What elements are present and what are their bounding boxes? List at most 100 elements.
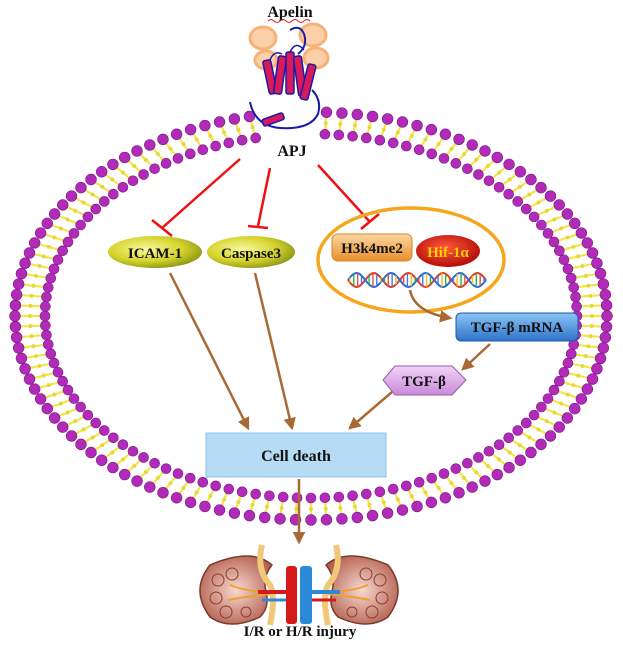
lipid-tail-dot: [46, 244, 51, 249]
lipid-tail-dot: [194, 137, 199, 142]
lipid-head: [520, 203, 532, 215]
lipid-tail-dot: [168, 146, 173, 151]
lipid-head: [336, 107, 348, 119]
lipid-tail-dot: [265, 504, 270, 509]
lipid-tail-dot: [576, 373, 581, 378]
apj-inhibits-h3k4me2-bar: [360, 213, 380, 230]
cell-death-label: Cell death: [261, 448, 331, 465]
lipid-head: [483, 445, 495, 457]
h3k4me2-node: H3k4me2: [331, 233, 413, 262]
lipid-head: [426, 148, 438, 160]
lipid-head: [425, 496, 438, 509]
lipid-head: [483, 175, 495, 187]
lipid-head: [491, 468, 503, 481]
lipid-head: [401, 140, 412, 152]
lipid-tail-dot: [81, 200, 86, 205]
lipid-head: [42, 282, 54, 293]
lipid-head: [381, 507, 394, 519]
lipid-head: [119, 468, 131, 481]
lipid-head: [594, 267, 607, 280]
lipid-tail-dot: [34, 354, 39, 359]
lipid-head: [366, 509, 379, 522]
caspase3-node: Caspase3: [207, 236, 295, 268]
lipid-tail-dot: [497, 170, 502, 175]
lipid-head: [41, 217, 53, 230]
lipid-tail-dot: [120, 170, 125, 175]
lipid-tail-dot: [41, 373, 46, 378]
lipid-tail-dot: [81, 427, 86, 432]
lipid-head: [98, 196, 110, 207]
lipid-tail-dot: [155, 152, 160, 157]
epigenetic-regulation-circle: [316, 206, 506, 314]
lipid-head: [243, 509, 256, 522]
lipid-head: [320, 106, 333, 118]
lipid-tail-dot: [565, 235, 570, 240]
lipid-heads-outer: [9, 106, 613, 526]
lipid-head: [75, 438, 87, 451]
lipid-tail-dot: [536, 427, 541, 432]
lipid-head: [65, 430, 78, 442]
promotion-arrows: [168, 272, 491, 545]
lipid-head: [548, 384, 560, 396]
lipid-head: [40, 320, 51, 331]
lipid-tail-dot: [250, 125, 255, 130]
lipid-head: [62, 384, 74, 396]
lipid-head: [41, 291, 52, 303]
lipid-head: [85, 173, 97, 186]
lipid-head: [520, 417, 532, 429]
apj-inhibits-icam1-bar: [151, 219, 173, 237]
lipid-head: [41, 329, 52, 341]
lipid-head: [52, 366, 64, 378]
lipid-tail-dot: [132, 164, 137, 169]
lipid-head: [10, 331, 23, 344]
lipid-head: [361, 132, 372, 144]
lipid-tail-dot: [222, 497, 227, 502]
lipid-tail-dot: [449, 481, 454, 486]
lipid-tail-dot: [236, 127, 241, 132]
lipid-tail-dot: [485, 463, 490, 468]
lipid-head: [569, 217, 581, 230]
lipid-tail-dot: [367, 125, 372, 130]
lipid-head: [90, 203, 102, 215]
lipid-tail-dot: [338, 505, 343, 510]
lipid-tail-dot: [100, 184, 105, 189]
lipid-head: [184, 123, 197, 136]
lipid-head: [536, 219, 547, 231]
lipid-head: [127, 175, 139, 187]
lipid-tail-dot: [507, 177, 512, 182]
lipid-head: [411, 500, 423, 513]
lipid-head: [40, 301, 51, 312]
lipid-tail-dot: [462, 475, 467, 480]
lipid-head: [213, 504, 226, 516]
lipid-head: [333, 129, 345, 141]
lipid-head: [75, 181, 87, 194]
lipid-head: [439, 128, 452, 140]
lipid-head: [568, 282, 580, 293]
lipid-tail-dot: [110, 450, 115, 455]
lipid-head: [347, 490, 358, 502]
lipid-head: [503, 158, 515, 171]
lipid-head: [411, 119, 423, 132]
lipid-tail-dot: [409, 494, 414, 499]
lipid-tail-dot: [583, 354, 588, 359]
lipid-head: [514, 454, 527, 466]
lipid-tail-dot: [436, 142, 441, 147]
lipid-head: [439, 492, 452, 504]
lipid-head: [264, 490, 275, 502]
lipid-tail-dot: [462, 152, 467, 157]
lipid-head: [95, 166, 108, 178]
apelin-peptide-icon: [248, 22, 330, 71]
lipid-tail-dot: [28, 303, 33, 308]
lipid-head: [15, 352, 28, 365]
lipid-head: [599, 331, 612, 344]
lipid-head: [107, 158, 119, 171]
lipid-head: [453, 486, 465, 499]
lipid-tail-dot: [571, 383, 576, 388]
lipid-head: [581, 383, 594, 395]
lipid-head: [535, 181, 547, 194]
lipid-head: [401, 480, 412, 492]
lipid-head: [581, 237, 594, 249]
lipid-tail-dot: [395, 497, 400, 502]
lipid-tail-dot: [552, 410, 557, 415]
lipid-head: [333, 491, 345, 503]
